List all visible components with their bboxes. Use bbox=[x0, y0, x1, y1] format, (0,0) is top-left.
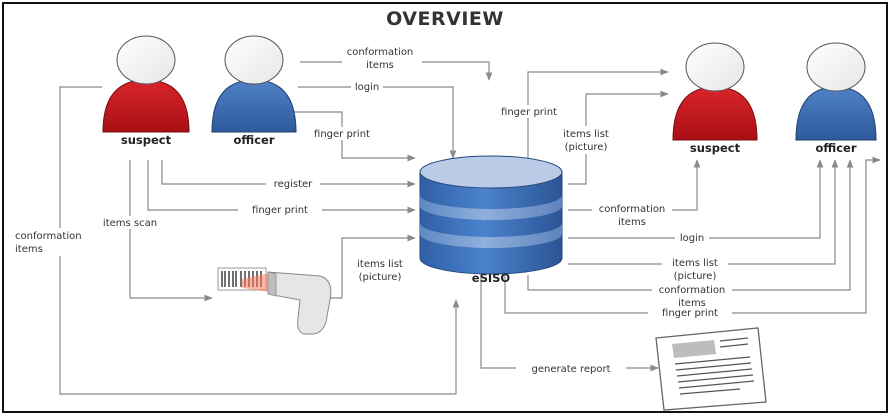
report-document-icon bbox=[655, 327, 767, 411]
right-suspect-label: suspect bbox=[690, 141, 741, 155]
barcode-scanner-icon bbox=[217, 267, 332, 335]
right-suspect-actor: suspect bbox=[672, 42, 758, 155]
right-officer-actor: officer bbox=[795, 42, 877, 155]
esiso-database: eSISO bbox=[419, 155, 563, 285]
conformation-items-left-line2: items bbox=[15, 244, 43, 255]
items-list-right-low-line2: (picture) bbox=[674, 271, 717, 282]
items-list-right-low-arrow bbox=[568, 159, 839, 265]
person-icon bbox=[806, 42, 866, 92]
database-label: eSISO bbox=[472, 271, 511, 285]
login-right-label: login bbox=[680, 233, 704, 244]
right-officer-label: officer bbox=[815, 141, 856, 155]
conformation-items-left-line1: conformation bbox=[15, 231, 82, 242]
conformation-items-top-line2: items bbox=[366, 60, 394, 71]
login-top-arrow bbox=[298, 86, 457, 159]
generate-report-arrow bbox=[480, 275, 659, 372]
register-label: register bbox=[274, 179, 313, 190]
finger-print-out-arrow bbox=[527, 68, 669, 158]
items-scan-arrow bbox=[129, 160, 213, 302]
items-list-right-line1: items list bbox=[563, 129, 609, 140]
left-suspect-label: suspect bbox=[121, 133, 172, 147]
person-icon bbox=[685, 42, 745, 92]
finger-print-bottom-arrow bbox=[504, 156, 881, 314]
conformation-items-right-low-line2: items bbox=[678, 298, 706, 309]
generate-report-label: generate report bbox=[531, 364, 610, 375]
register-arrow bbox=[161, 160, 416, 188]
conformation-items-left-arrow bbox=[59, 86, 460, 395]
items-list-scanner-line2: (picture) bbox=[359, 272, 402, 283]
connector-labels: conformation items login finger print re… bbox=[12, 44, 732, 375]
items-scan-label: items scan bbox=[103, 218, 157, 229]
conformation-items-right-low-line1: conformation bbox=[659, 285, 726, 296]
login-top-label: login bbox=[355, 82, 379, 93]
items-list-scanner-line1: items list bbox=[357, 259, 403, 270]
finger-print-suspect-label: finger print bbox=[252, 205, 308, 216]
items-list-right-line2: (picture) bbox=[565, 142, 608, 153]
person-icon bbox=[224, 35, 284, 85]
person-icon bbox=[116, 35, 176, 85]
conformation-items-top-line1: conformation bbox=[347, 47, 414, 58]
database-icon bbox=[419, 155, 563, 275]
login-right-arrow bbox=[568, 159, 824, 239]
left-officer-actor: officer bbox=[211, 35, 297, 147]
conformation-items-right-line2: items bbox=[618, 217, 646, 228]
finger-print-officer-label: finger print bbox=[314, 129, 370, 140]
diagram-title: OVERVIEW bbox=[386, 8, 504, 30]
outer-border bbox=[2, 2, 888, 413]
conformation-items-right-line1: conformation bbox=[599, 204, 666, 215]
left-suspect-actor: suspect bbox=[102, 35, 190, 147]
items-list-scanner-arrow bbox=[330, 234, 416, 299]
finger-print-suspect-arrow bbox=[147, 160, 416, 214]
finger-print-out-label: finger print bbox=[501, 107, 557, 118]
connectors bbox=[59, 61, 881, 395]
finger-print-bottom-label: finger print bbox=[662, 308, 718, 319]
items-list-right-low-line1: items list bbox=[672, 258, 718, 269]
left-officer-label: officer bbox=[233, 133, 274, 147]
